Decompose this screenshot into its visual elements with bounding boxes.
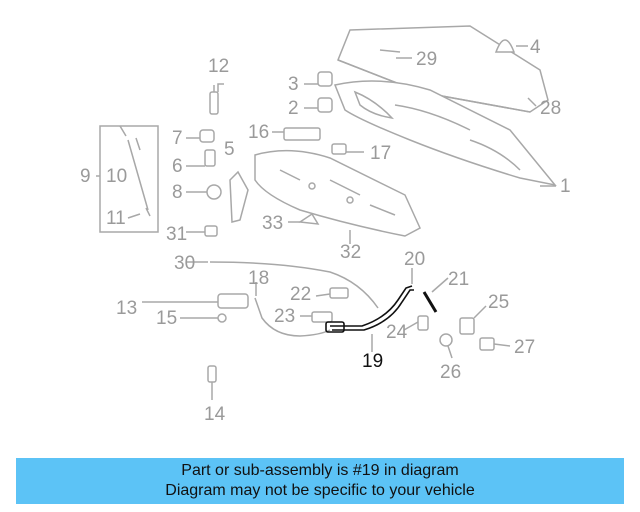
callout-15: 15 (156, 308, 177, 329)
callout-26: 26 (440, 362, 461, 383)
banner-line-2: Diagram may not be specific to your vehi… (165, 482, 475, 499)
callout-11: 11 (106, 208, 126, 229)
callout-1: 1 (560, 176, 571, 197)
callout-19: 19 (362, 351, 383, 372)
callout-12: 12 (208, 56, 229, 77)
callout-33: 33 (262, 213, 283, 234)
callout-28: 28 (540, 98, 561, 119)
hood-insulator (254, 149, 421, 237)
fasteners (199, 39, 516, 383)
callout-4: 4 (530, 37, 541, 58)
callout-30: 30 (174, 253, 195, 274)
hood-inner-panel (333, 80, 557, 187)
callout-13: 13 (116, 298, 137, 319)
banner-line-1: Part or sub-assembly is #19 in diagram (181, 462, 459, 479)
callout-18: 18 (248, 268, 269, 289)
callout-labels: 1 2 3 4 5 6 7 8 9 10 11 12 13 14 15 16 1… (80, 37, 571, 425)
callout-10: 10 (106, 166, 127, 187)
callout-31: 31 (166, 224, 187, 245)
part-21 (422, 291, 438, 313)
part-19-release-cable (325, 285, 414, 333)
parts-diagram: 1 2 3 4 5 6 7 8 9 10 11 12 13 14 15 16 1… (80, 25, 571, 425)
callout-3: 3 (288, 74, 299, 95)
callout-6: 6 (172, 156, 183, 177)
callout-8: 8 (172, 182, 183, 203)
callout-20: 20 (404, 249, 425, 270)
callout-9: 9 (80, 166, 91, 187)
callout-16: 16 (248, 122, 269, 143)
callout-17: 17 (370, 143, 391, 164)
callout-21: 21 (448, 269, 469, 290)
callout-14: 14 (204, 404, 226, 425)
callout-25: 25 (488, 292, 509, 313)
hood-panel (337, 25, 549, 113)
strut-12 (209, 85, 219, 115)
callout-32: 32 (340, 242, 361, 263)
callout-23: 23 (274, 306, 295, 327)
release-cable-30 (209, 261, 379, 337)
info-banner: Part or sub-assembly is #19 in diagram D… (16, 458, 624, 504)
callout-5: 5 (224, 139, 235, 160)
callout-24: 24 (386, 322, 408, 343)
strut-box (99, 125, 159, 233)
callout-22: 22 (290, 284, 311, 305)
callout-7: 7 (172, 128, 183, 149)
callout-2: 2 (288, 98, 299, 119)
callout-29: 29 (416, 49, 437, 70)
callout-arrows (96, 45, 556, 400)
callout-27: 27 (514, 337, 535, 358)
